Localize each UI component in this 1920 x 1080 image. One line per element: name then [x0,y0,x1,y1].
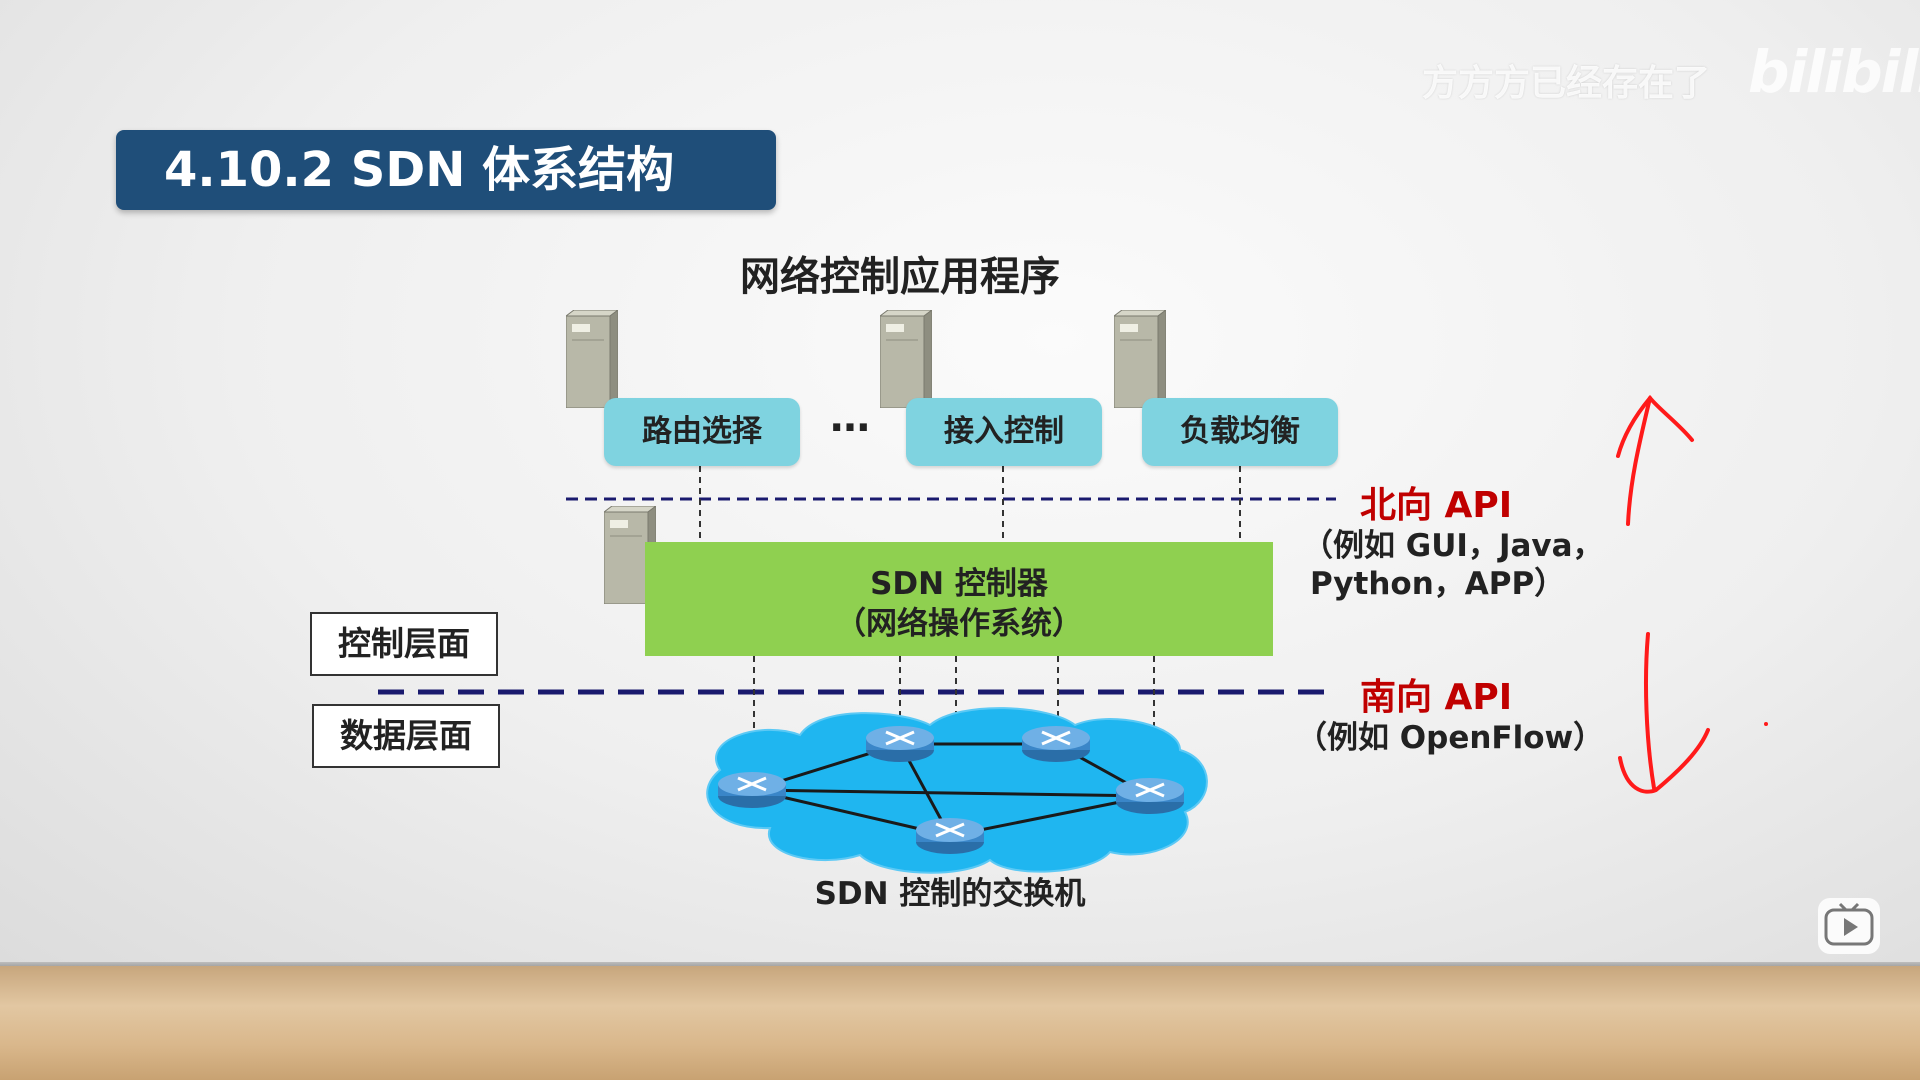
controller-subtitle: （网络操作系统） [835,606,1083,642]
router-icon [718,772,786,808]
bilibili-logo: bilibili [1748,38,1920,106]
data-plane-label: 数据层面 [312,704,500,768]
app-routing: 路由选择 [604,398,800,466]
server-icon [564,309,620,409]
apps-ellipsis: … [830,395,870,441]
cloud-network [706,707,1208,874]
control-plane-label: 控制层面 [310,612,498,676]
server-icon [1112,309,1168,409]
apps-title: 网络控制应用程序 [740,254,1060,300]
router-icon [1022,726,1090,762]
annotation-arrow-down [1618,632,1710,794]
annotation-dot [1764,722,1768,726]
router-icon [916,818,984,854]
play-icon [1824,902,1874,946]
router-icon [866,726,934,762]
play-button[interactable] [1818,898,1880,954]
wood-floor [0,966,1920,1080]
northbound-api-example-2: Python，APP） [1310,566,1566,602]
controller-title: SDN 控制器 [870,566,1048,602]
northbound-api-example-1: （例如 GUI，Java， [1302,528,1604,564]
uploader-watermark: 方方方已经存在了 [1422,63,1711,104]
server-icon [878,309,934,409]
switches-label: SDN 控制的交换机 [814,876,1086,912]
router-icon [1116,778,1184,814]
annotation-arrow-up [1616,394,1694,526]
slide-title: 4.10.2 SDN 体系结构 [164,142,675,198]
title-bar: 4.10.2 SDN 体系结构 [116,130,776,210]
northbound-api-title: 北向 API [1360,485,1513,526]
app-load-balancing: 负载均衡 [1142,398,1338,466]
southbound-api-title: 南向 API [1360,677,1513,718]
app-access-control: 接入控制 [906,398,1102,466]
sdn-controller: SDN 控制器 （网络操作系统） [645,542,1273,656]
floor-edge [0,962,1920,968]
southbound-api-example: （例如 OpenFlow） [1296,720,1605,756]
